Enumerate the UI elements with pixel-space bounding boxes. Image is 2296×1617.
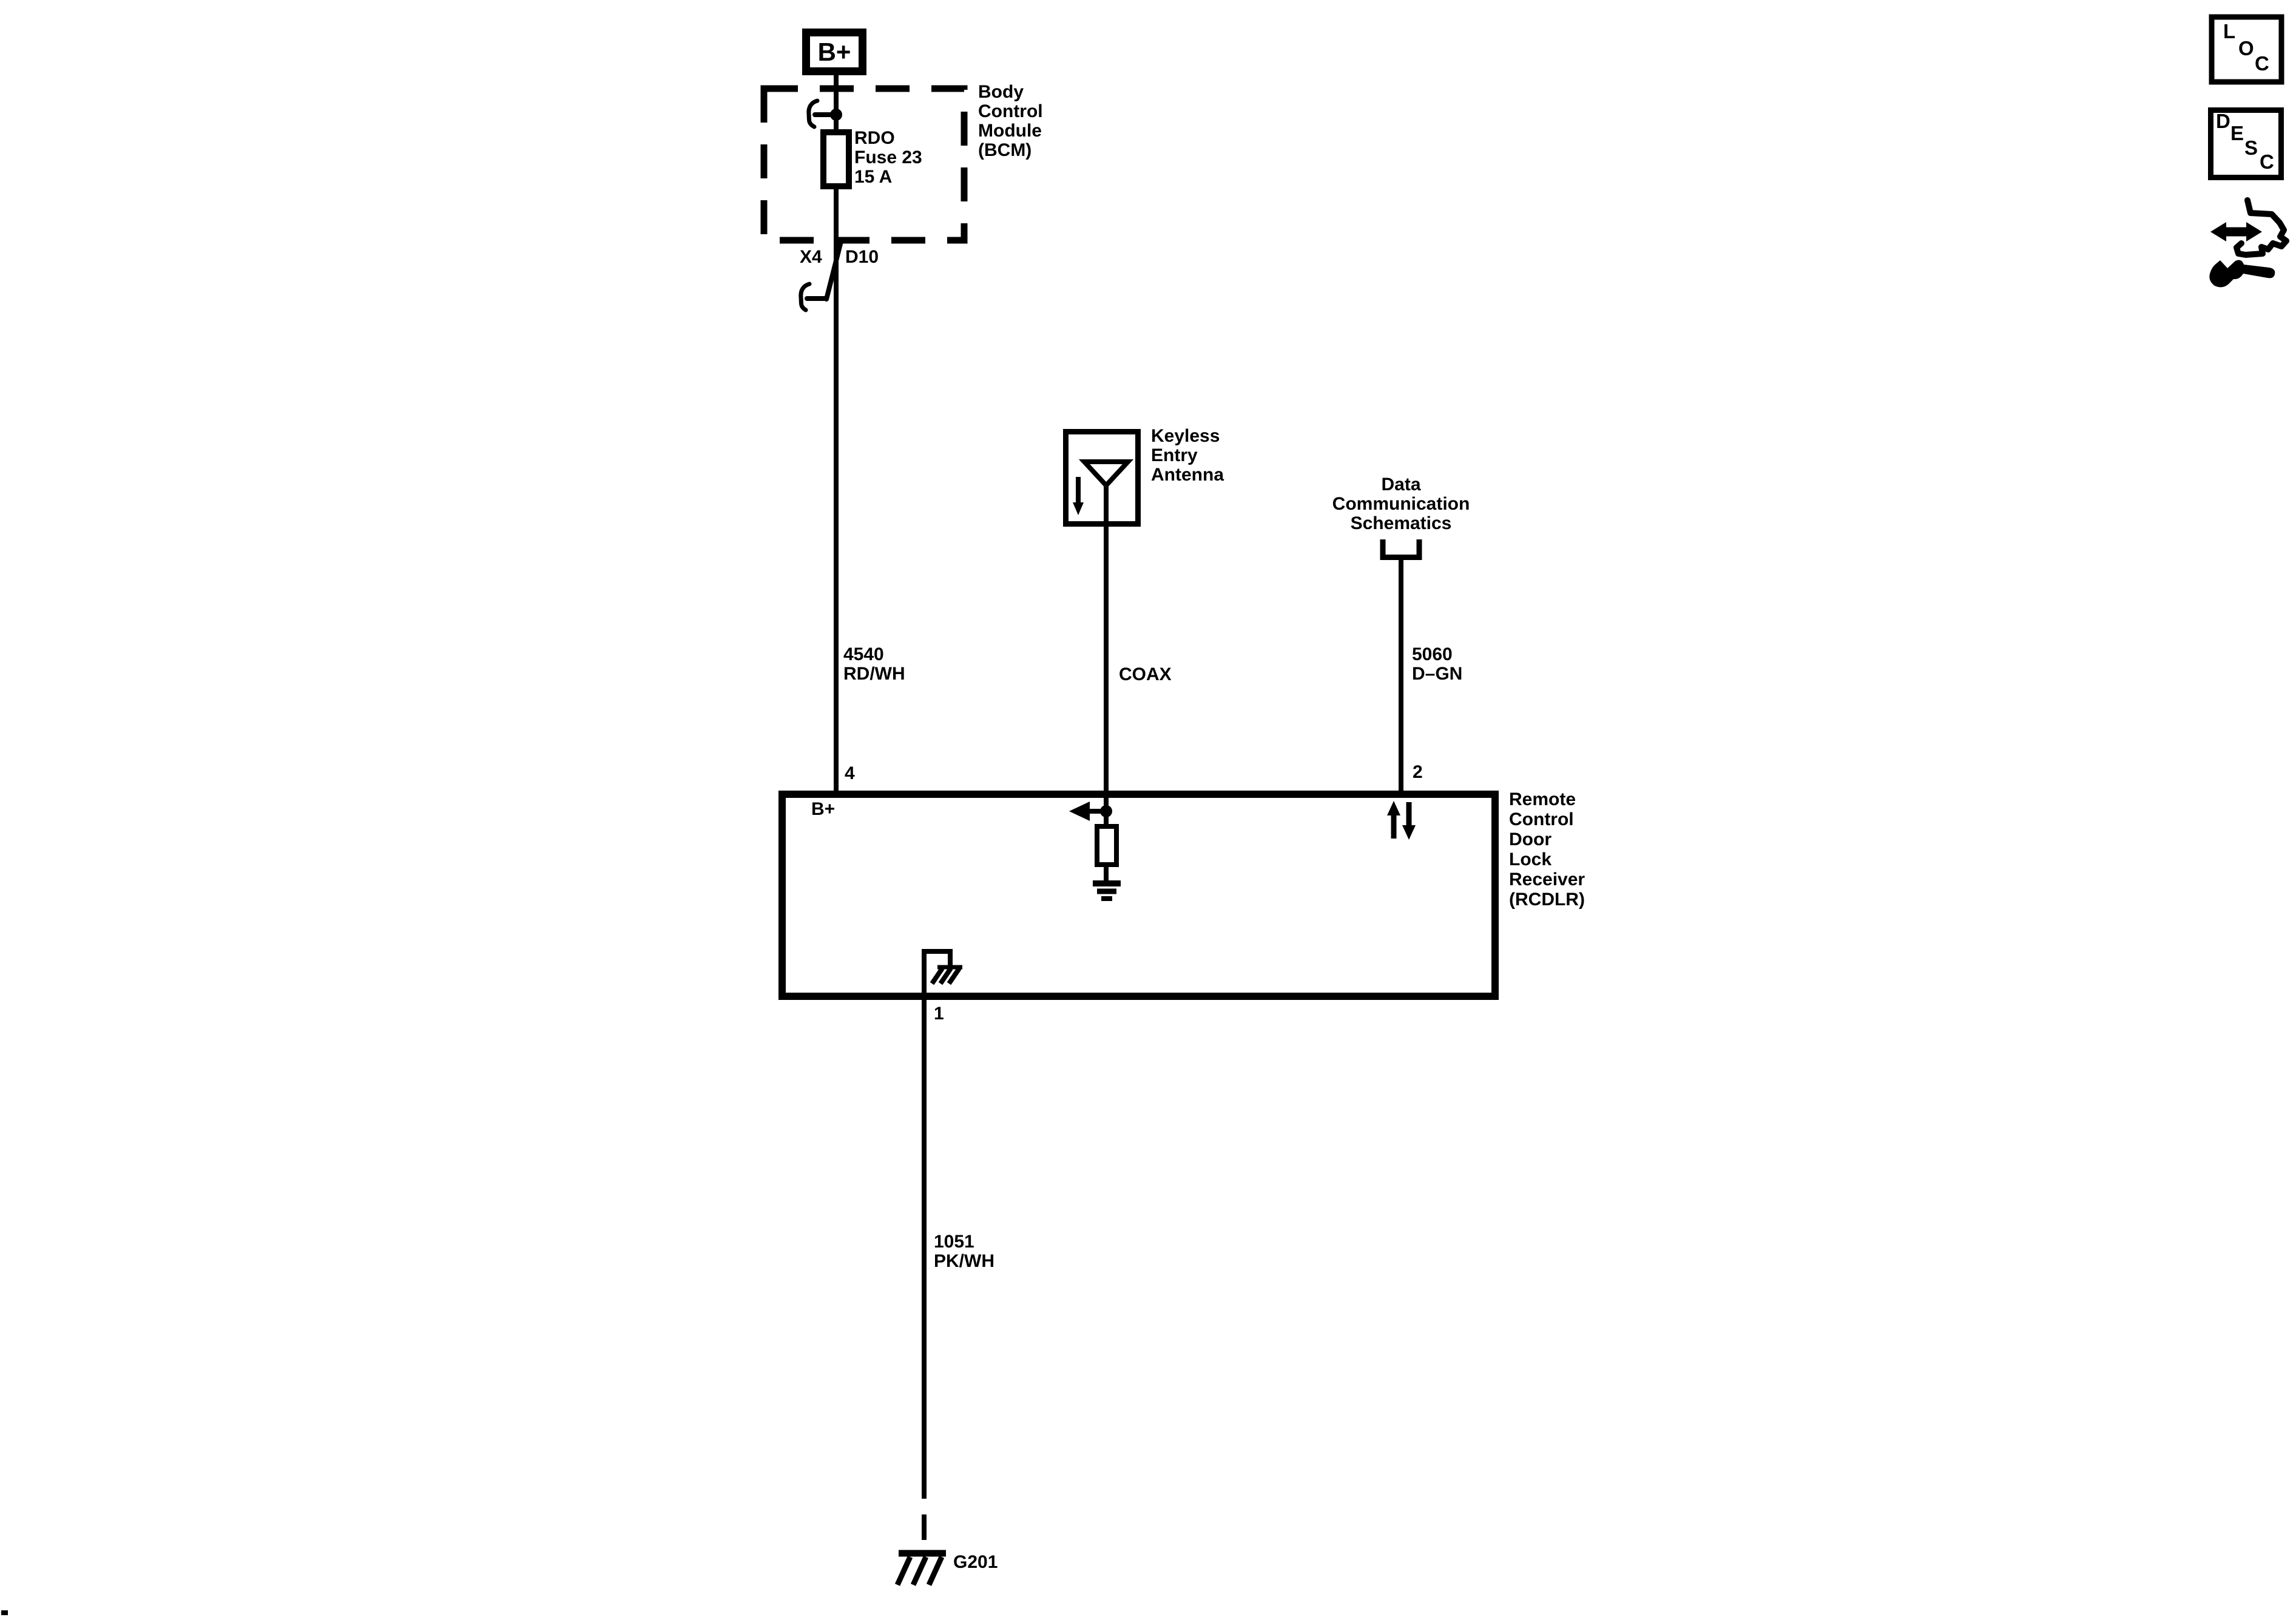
wire-1051-label: 1051 PK/WH [934, 1232, 994, 1271]
desc-letter-e: E [2230, 122, 2244, 144]
b-plus-source-label: B+ [817, 37, 851, 66]
bcm-clip-symbol [806, 98, 834, 129]
terminal-d10-label: D10 [845, 247, 879, 267]
bcm-junction-dot [830, 109, 842, 121]
antenna-symbol [1078, 459, 1134, 489]
wire-4540-label: 4540 RD/WH [843, 644, 905, 684]
offpage-connector-symbol [1380, 539, 1422, 791]
desc-letter-d: D [2216, 110, 2230, 132]
antenna-label: Keyless Entry Antenna [1151, 426, 1224, 485]
rcdlr-pin-4: 4 [845, 763, 855, 783]
rcdlr-coax-termination [1069, 794, 1121, 901]
left-arrow [1069, 802, 1090, 821]
rcdlr-internal-ground [922, 949, 962, 998]
rcdlr-b-plus-label: B+ [811, 799, 836, 819]
loc-letter-o: O [2238, 37, 2254, 59]
desc-letter-c: C [2260, 150, 2274, 173]
rdo-fuse-symbol [820, 129, 852, 189]
arrow-right-head [2246, 222, 2262, 241]
bcm-module-label: Body Control Module (BCM) [978, 82, 1043, 160]
g201-label: G201 [953, 1552, 998, 1572]
resistor-symbol [1095, 824, 1119, 867]
loc-icon-box[interactable] [2209, 14, 2284, 85]
serial-data-arrows [1387, 801, 1416, 840]
desc-letter-s: S [2244, 137, 2258, 159]
b-plus-source-box [802, 29, 866, 75]
x4-d10-connector-symbol [799, 239, 843, 312]
rcdlr-label: Remote Control Door Lock Receiver (RCDLR… [1509, 789, 1585, 910]
rcdlr-pin-1: 1 [934, 1004, 944, 1024]
component-outline [2234, 197, 2289, 258]
down-arrowhead [1402, 825, 1416, 840]
page-artifact-dot [1, 1610, 8, 1615]
loc-letter-l: L [2223, 20, 2236, 42]
arrow-left-head [2210, 222, 2226, 241]
rcdlr-pin-2: 2 [1413, 762, 1423, 782]
desc-icon-box[interactable] [2208, 107, 2284, 180]
antenna-signal-arrow [1073, 477, 1084, 515]
g201-ground-symbol [894, 1550, 946, 1586]
connector-view-wrench-icon[interactable] [2209, 197, 2289, 288]
earth-ground-symbol [1093, 880, 1121, 901]
wire-5060-label: 5060 D–GN [1412, 644, 1463, 684]
wrench-glyph [2209, 260, 2275, 288]
data-comm-label: Data Communication Schematics [1332, 474, 1470, 533]
antenna-box [1063, 429, 1141, 527]
wire-coax-label: COAX [1119, 664, 1172, 684]
connector-x4-label: X4 [800, 247, 822, 267]
up-arrowhead [1387, 801, 1400, 815]
coax-junction-dot [1100, 805, 1112, 817]
fuse-label: RDO Fuse 23 15 A [854, 128, 922, 187]
rcdlr-box [778, 791, 1499, 1000]
loc-letter-c: C [2255, 52, 2269, 75]
bcm-dashed-box [760, 85, 968, 244]
